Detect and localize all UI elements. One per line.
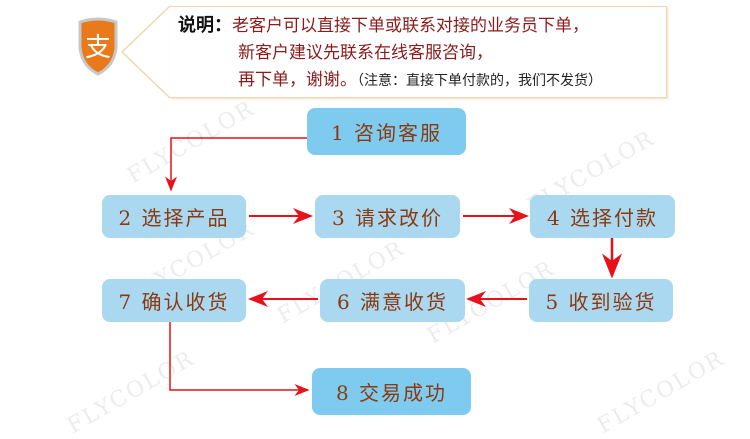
notice-label: 说明： — [178, 15, 232, 36]
arrow-7-8 — [169, 322, 310, 396]
notice-line: 新客户建议先联系在线客服咨询， — [238, 43, 493, 63]
step-4-payment: 4 选择付款 — [530, 195, 675, 238]
step-6-satisfied: 6 满意收货 — [320, 279, 465, 322]
notice-line: 再下单，谢谢。 — [238, 70, 357, 90]
arrow-1-2 — [165, 137, 307, 192]
notice-line: 老客户可以直接下单或联系对接的业务员下单， — [232, 16, 589, 36]
svg-text:支: 支 — [85, 33, 111, 63]
step-3-request-price: 3 请求改价 — [315, 195, 460, 238]
notice-warning: （注意：直接下单付款的，我们不发货） — [357, 73, 602, 89]
step-8-success: 8 交易成功 — [312, 368, 471, 415]
notice-text: 说明：老客户可以直接下单或联系对接的业务员下单， 新客户建议先联系在线客服咨询，… — [178, 12, 602, 95]
step-1-consult: 1 咨询客服 — [307, 108, 466, 155]
alipay-shield-icon: 支 — [76, 16, 120, 76]
step-7-confirm: 7 确认收货 — [102, 279, 246, 322]
notice-callout — [170, 6, 667, 98]
step-2-select-product: 2 选择产品 — [102, 195, 246, 238]
step-5-inspect: 5 收到验货 — [529, 279, 673, 322]
